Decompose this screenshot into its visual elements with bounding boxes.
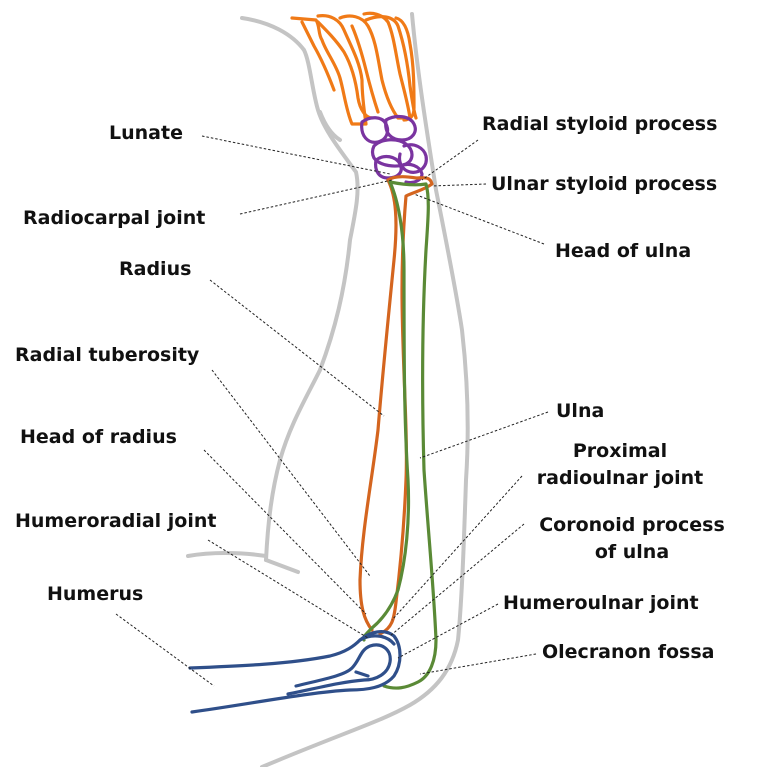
label-lunate: Lunate	[109, 122, 183, 144]
leader-humeroradial-joint	[207, 539, 369, 639]
leader-head-of-ulna	[413, 193, 545, 245]
label-ulnar-styloid-process: Ulnar styloid process	[491, 173, 717, 195]
label-humeroradial-joint: Humeroradial joint	[15, 510, 216, 532]
humerus-bone	[188, 630, 402, 714]
leader-radial-styloid	[421, 139, 479, 181]
label-radiocarpal-joint: Radiocarpal joint	[23, 207, 205, 229]
leader-ulna	[419, 411, 549, 459]
label-ulna: Ulna	[556, 400, 604, 422]
leader-radial-tuberosity	[211, 369, 371, 577]
label-coronoid-line2: of ulna	[595, 541, 669, 563]
leader-humerus	[115, 613, 215, 687]
leader-ulnar-styloid	[431, 183, 487, 187]
label-humeroulnar-joint: Humeroulnar joint	[503, 592, 699, 614]
label-radial-styloid-process: Radial styloid process	[482, 113, 717, 135]
label-coronoid-line1: Coronoid process	[539, 514, 725, 536]
leader-head-of-radius	[203, 449, 367, 615]
leader-lunate	[201, 135, 391, 175]
leader-coronoid	[389, 523, 525, 637]
leader-olecranon	[419, 653, 537, 675]
carpal-bones	[360, 114, 428, 185]
label-head-of-radius: Head of radius	[20, 426, 177, 448]
leader-proximal-radioulnar	[391, 475, 523, 621]
label-radius: Radius	[119, 258, 191, 280]
label-head-of-ulna: Head of ulna	[555, 240, 691, 262]
label-proximal-radioulnar-line1: Proximal	[573, 440, 667, 462]
arm-outline	[186, 12, 470, 769]
label-olecranon-fossa: Olecranon fossa	[542, 641, 714, 663]
ulna-bone	[361, 180, 438, 690]
leader-humeroulnar	[397, 603, 499, 659]
radius-bone	[358, 175, 434, 636]
labels: Lunate Radiocarpal joint Radius Radial t…	[15, 113, 725, 663]
leader-lines	[115, 135, 549, 687]
label-radial-tuberosity: Radial tuberosity	[15, 344, 200, 366]
leader-radiocarpal-joint	[239, 179, 393, 215]
label-humerus: Humerus	[47, 583, 143, 605]
label-proximal-radioulnar-line2: radioulnar joint	[537, 467, 703, 489]
leader-radius	[209, 279, 385, 417]
